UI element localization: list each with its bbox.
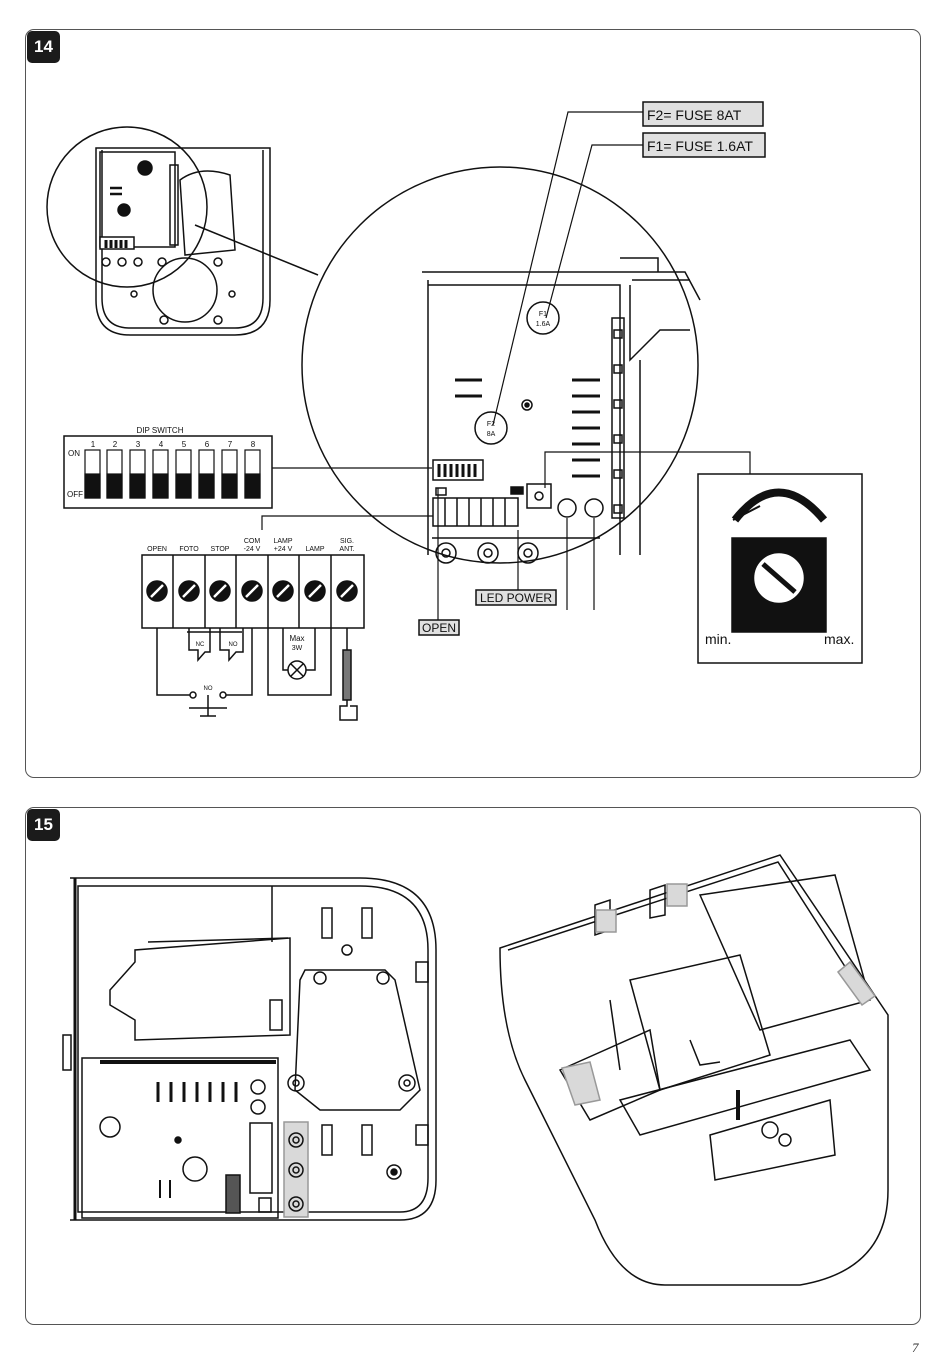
terminal-label-line2: ANT. <box>339 546 354 553</box>
zoom-connector-line <box>195 225 318 275</box>
lamp-watt-label: 3W <box>292 645 303 652</box>
fuse-f1-mark-2: 1.6A <box>536 321 551 328</box>
terminal-label-line2: +24 V <box>274 546 293 553</box>
terminal-block <box>142 555 364 720</box>
dip-number: 3 <box>136 440 141 449</box>
figure-14-drawing: F2= FUSE 8AT F1= FUSE 1.6AT F1 1.6A F2 8… <box>0 0 950 780</box>
nc-label: NC <box>196 642 205 648</box>
fuse-f2-mark-2: 8A <box>487 431 496 438</box>
terminal-label: LAMP <box>305 546 324 553</box>
dip-number: 6 <box>205 440 210 449</box>
callout-lines <box>262 112 750 620</box>
dip-number: 5 <box>182 440 187 449</box>
terminal-label: LAMP <box>273 538 292 545</box>
housing-isometric-view <box>500 855 888 1285</box>
dip-number: 7 <box>228 440 233 449</box>
terminal-label: OPEN <box>147 546 167 553</box>
fuse-f1-mark-1: F1 <box>539 311 547 318</box>
figure-15-drawing <box>0 800 950 1360</box>
overview-board <box>47 127 270 335</box>
no-contact-label: NO <box>204 686 213 692</box>
control-unit-top-view <box>63 878 436 1220</box>
open-label: OPEN <box>422 621 456 635</box>
lamp-max-label: Max <box>289 634 304 643</box>
dip-number: 8 <box>251 440 256 449</box>
dip-on-label: ON <box>68 449 80 458</box>
no-label: NO <box>229 642 238 648</box>
trimmer-min-label: min. <box>705 631 731 647</box>
dip-off-label: OFF <box>67 490 83 499</box>
page-number: 7 <box>912 1340 919 1356</box>
dip-number: 4 <box>159 440 164 449</box>
magnified-board <box>302 167 700 563</box>
dip-number: 1 <box>91 440 96 449</box>
terminal-label: STOP <box>211 546 230 553</box>
fuse-f2-label: F2= FUSE 8AT <box>647 107 742 123</box>
led-power-label: LED POWER <box>480 591 552 605</box>
terminal-label: FOTO <box>179 546 199 553</box>
dip-switch-title: DIP SWITCH <box>137 426 184 435</box>
dip-number: 2 <box>113 440 118 449</box>
trimmer-max-label: max. <box>824 631 854 647</box>
terminal-label: COM <box>244 538 261 545</box>
terminal-label-line2: -24 V <box>244 546 261 553</box>
fuse-f2-mark-1: F2 <box>487 421 495 428</box>
terminal-label: SIG. <box>340 538 354 545</box>
fuse-f1-label: F1= FUSE 1.6AT <box>647 138 753 154</box>
